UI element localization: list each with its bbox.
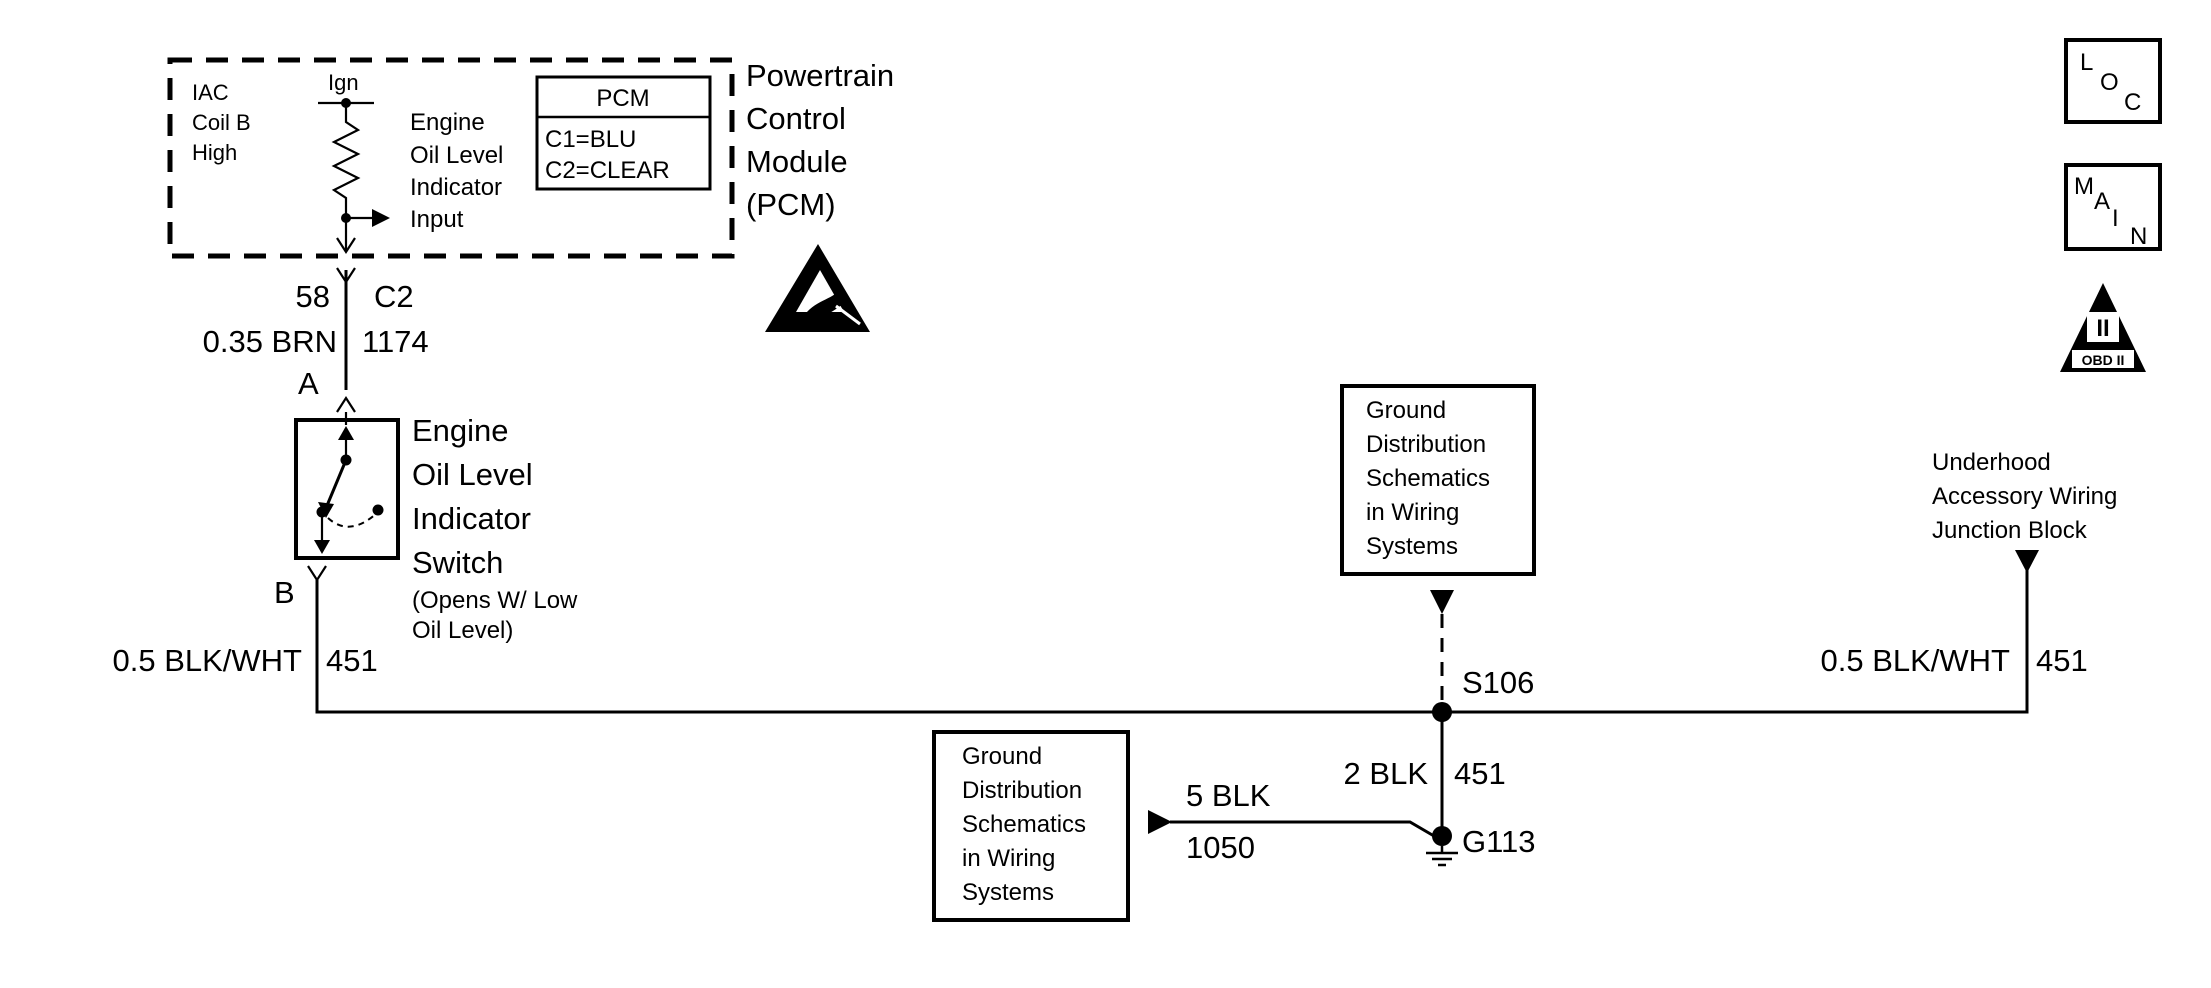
svg-text:Ground: Ground	[962, 743, 1042, 770]
svg-text:Switch: Switch	[412, 545, 503, 580]
obd-ii-icon: II OBD II	[2060, 283, 2146, 372]
wire-1050	[1170, 820, 1435, 838]
svg-text:Accessory Wiring: Accessory Wiring	[1932, 483, 2117, 510]
ground-label: G113	[1462, 824, 1536, 859]
wire-451-main	[315, 570, 2029, 714]
svg-text:Indicator: Indicator	[410, 174, 502, 201]
switch-terminal-b-connector	[307, 565, 327, 583]
wire-451-right-circuit: 451	[2036, 643, 2088, 678]
loc-icon[interactable]: L O C	[2064, 38, 2162, 124]
svg-text:I: I	[2112, 205, 2119, 232]
pcm-boundary	[167, 57, 735, 259]
switch-terminal-a-connector	[336, 395, 356, 413]
svg-text:Systems: Systems	[962, 879, 1054, 906]
svg-text:PCM: PCM	[596, 85, 649, 112]
svg-text:Coil B: Coil B	[192, 110, 251, 135]
splice-label: S106	[1462, 665, 1534, 700]
wire-1174-circuit: 1174	[362, 324, 429, 359]
svg-text:M: M	[2074, 173, 2094, 200]
svg-text:(PCM): (PCM)	[746, 187, 836, 222]
svg-text:Indicator: Indicator	[412, 501, 531, 536]
pull-up-resistor	[331, 103, 361, 218]
wire-1050-color: 5 BLK	[1186, 778, 1271, 813]
terminal-b-label: B	[274, 575, 295, 610]
esd-warning-icon	[765, 244, 870, 332]
ref-arrow-top-icon	[1430, 590, 1454, 614]
svg-text:Ground: Ground	[1366, 397, 1446, 424]
junction-block-connector-icon	[2015, 550, 2039, 573]
svg-text:Junction Block: Junction Block	[1932, 517, 2088, 544]
svg-text:High: High	[192, 140, 237, 165]
svg-text:Distribution: Distribution	[1366, 431, 1486, 458]
svg-text:N: N	[2130, 223, 2147, 250]
svg-text:Systems: Systems	[1366, 533, 1458, 560]
wire-451-left-color: 0.5 BLK/WHT	[113, 643, 303, 678]
svg-text:II: II	[2096, 315, 2109, 342]
svg-text:C1=BLU: C1=BLU	[545, 126, 636, 153]
ign-label: Ign	[328, 70, 359, 95]
main-icon[interactable]: M A I N	[2064, 163, 2162, 251]
svg-text:Oil Level: Oil Level	[412, 457, 533, 492]
ground-distribution-ref-box-top[interactable]: Ground Distribution Schematics in Wiring…	[1340, 384, 1536, 576]
svg-text:Powertrain: Powertrain	[746, 58, 894, 93]
pin-number: 58	[296, 279, 330, 314]
svg-text:Oil Level: Oil Level	[410, 142, 503, 169]
wire-451-drop-color: 2 BLK	[1344, 756, 1429, 791]
switch-note: (Opens W/ Low Oil Level)	[412, 587, 578, 644]
svg-text:Schematics: Schematics	[962, 811, 1086, 838]
underhood-accessory-wiring-junction-block-label: Underhood Accessory Wiring Junction Bloc…	[1932, 449, 2117, 544]
svg-text:Engine: Engine	[410, 109, 485, 136]
input-arrow-icon	[372, 209, 390, 227]
powertrain-control-module-title: Powertrain Control Module (PCM)	[746, 58, 894, 222]
ground-distribution-ref-box-bottom[interactable]: Ground Distribution Schematics in Wiring…	[932, 730, 1130, 922]
pcm-connector-table: PCM C1=BLU C2=CLEAR	[535, 75, 712, 191]
oil-level-switch	[294, 412, 400, 560]
svg-text:Control: Control	[746, 101, 846, 136]
svg-text:in Wiring: in Wiring	[1366, 499, 1459, 526]
svg-text:(Opens W/ Low: (Opens W/ Low	[412, 587, 578, 614]
svg-text:C2=CLEAR: C2=CLEAR	[545, 157, 670, 184]
connector-id: C2	[374, 279, 414, 314]
svg-text:Module: Module	[746, 144, 848, 179]
svg-text:Engine: Engine	[412, 413, 509, 448]
wire-451-drop-circuit: 451	[1454, 756, 1506, 791]
svg-text:OBD II: OBD II	[2082, 352, 2125, 368]
pcm-pin-arrow	[336, 237, 356, 255]
terminal-a-label: A	[298, 366, 319, 401]
svg-text:A: A	[2094, 188, 2110, 215]
svg-text:IAC: IAC	[192, 80, 229, 105]
wire-1050-circuit: 1050	[1186, 830, 1255, 865]
wire-451-right-color: 0.5 BLK/WHT	[1821, 643, 2011, 678]
svg-text:Oil Level): Oil Level)	[412, 617, 513, 644]
svg-text:Input: Input	[410, 206, 464, 233]
svg-text:Distribution: Distribution	[962, 777, 1082, 804]
wire-451-left-circuit: 451	[326, 643, 378, 678]
wire-1174-color: 0.35 BRN	[203, 324, 337, 359]
svg-text:in Wiring: in Wiring	[962, 845, 1055, 872]
iac-coil-b-high-label: IAC Coil B High	[192, 80, 251, 165]
svg-text:Schematics: Schematics	[1366, 465, 1490, 492]
engine-oil-level-indicator-input-label: Engine Oil Level Indicator Input	[410, 109, 503, 233]
ground-g113-icon	[1426, 826, 1458, 867]
ref-arrow-bottom-icon	[1148, 810, 1172, 834]
svg-text:Underhood: Underhood	[1932, 449, 2051, 476]
svg-text:C: C	[2124, 89, 2141, 116]
engine-oil-level-indicator-switch-label: Engine Oil Level Indicator Switch	[412, 413, 533, 580]
svg-text:O: O	[2100, 69, 2119, 96]
svg-text:L: L	[2080, 49, 2093, 76]
